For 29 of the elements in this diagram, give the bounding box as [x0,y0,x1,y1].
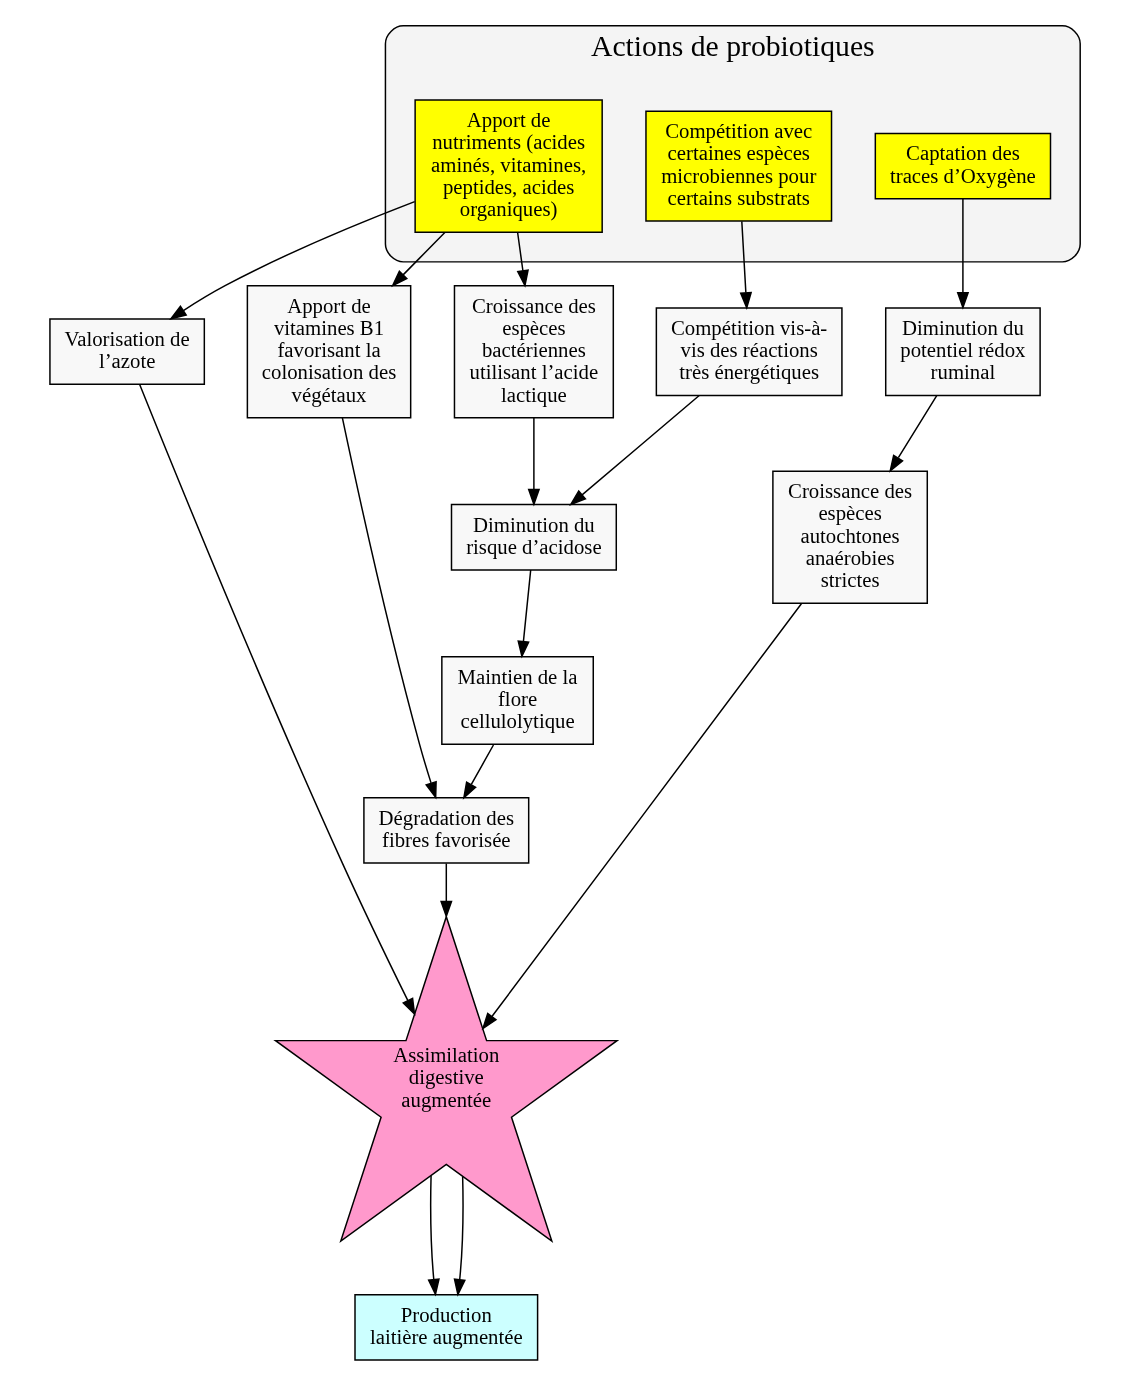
arrow [169,200,416,321]
arrow [440,862,453,919]
node-box: Apport de nutriments (acides aminés, vitamines, peptides, acides organiques) [414,99,603,233]
node-box: Dégradation des fibres favorisée [363,797,530,864]
arrow [138,383,416,1017]
node-box: Production laitière augmentée [354,1293,539,1361]
arrow [462,744,495,800]
arrow [956,198,970,310]
arrow [341,417,437,800]
node-box: Captation des traces d’Oxygène [874,132,1052,200]
node-box: Compétition vis-à-vis des réactions très énergétiques [655,307,843,397]
arrow [391,231,446,288]
arrow [481,603,803,1031]
arrow [516,231,529,288]
node-box: Maintien de la flore cellulolytique [441,656,594,746]
node-box: Croissance des espèces bactériennes utilisant l’acide lactique [453,284,615,419]
arrow [739,220,753,310]
arrow [517,569,532,659]
node-box: Croissance des espèces autochtones anaérobies strictes [772,470,928,605]
node-box: Apport de vitamines B1 favorisant la colonisation des végétaux [246,284,412,419]
arrow [889,394,938,473]
node-box: Valorisation de l’azote [49,318,206,386]
node-box: Diminution du risque d’acidose [450,503,617,571]
arrow [453,1175,466,1297]
arrow [427,1175,440,1297]
node-box: Compétition avec certaines espèces microbiennes pour certains substrats [645,110,833,222]
arrow [527,417,541,507]
node-box: Diminution du potentiel rédox ruminal [885,307,1041,397]
arrow [569,394,700,506]
